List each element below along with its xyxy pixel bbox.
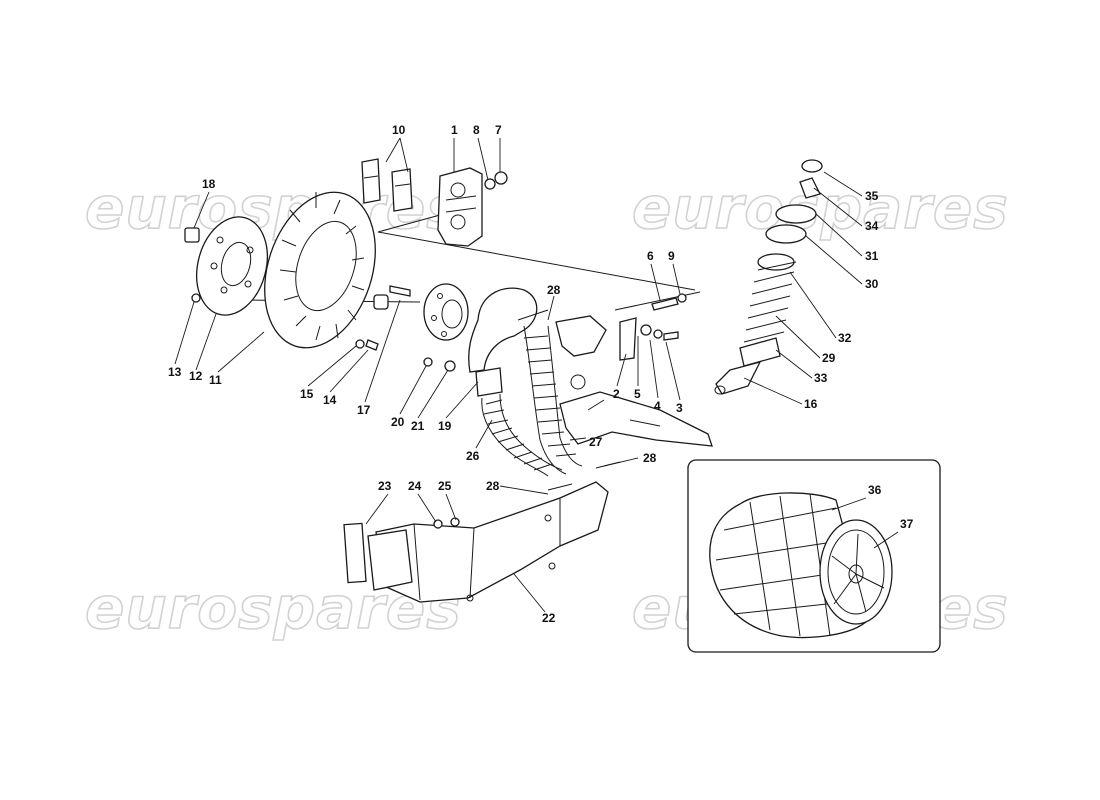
callout-22: 22 xyxy=(542,611,556,625)
wheel-inset xyxy=(687,459,941,653)
callout-34: 34 xyxy=(865,219,879,233)
callout-15: 15 xyxy=(300,387,314,401)
shock-absorber-assembly xyxy=(714,159,823,395)
disc-fasteners xyxy=(355,285,411,351)
callout-14: 14 xyxy=(323,393,337,407)
callout-12: 12 xyxy=(189,369,203,383)
callout-7: 7 xyxy=(495,123,502,137)
washer-21 xyxy=(444,360,456,372)
callout-20: 20 xyxy=(391,415,405,429)
bolt-13 xyxy=(191,293,201,303)
callout-6: 6 xyxy=(647,249,654,263)
brake-pads xyxy=(361,158,413,212)
callout-33: 33 xyxy=(814,371,828,385)
callout-11: 11 xyxy=(209,373,222,387)
nut-18 xyxy=(184,227,200,243)
disc-bell xyxy=(196,216,268,316)
callout-35: 35 xyxy=(865,189,879,203)
callout-17: 17 xyxy=(357,403,371,417)
callout-36: 36 xyxy=(868,483,882,497)
callout-37: 37 xyxy=(900,517,914,531)
watermark-top-right: eurospares xyxy=(632,174,1009,242)
leader-lines xyxy=(174,137,899,613)
callout-26: 26 xyxy=(466,449,480,463)
callout-5: 5 xyxy=(634,387,641,401)
callout-10: 10 xyxy=(392,123,406,137)
callout-16: 16 xyxy=(804,397,818,411)
arm-fasteners xyxy=(619,293,687,361)
brake-cooling-duct xyxy=(468,287,583,477)
callout-3: 3 xyxy=(676,401,683,415)
watermark-bottom-left: eurospares xyxy=(85,574,462,642)
callout-4: 4 xyxy=(654,399,661,413)
wheel-hub xyxy=(423,283,469,341)
callout-2: 2 xyxy=(613,387,620,401)
brake-caliper xyxy=(437,167,483,247)
callout-9: 9 xyxy=(668,249,675,263)
callout-13: 13 xyxy=(168,365,182,379)
callout-24: 24 xyxy=(408,479,422,493)
callout-8: 8 xyxy=(473,123,480,137)
callout-27: 27 xyxy=(589,435,603,449)
callout-1: 1 xyxy=(451,123,458,137)
suspension-upright-arm xyxy=(555,315,713,447)
callout-31: 31 xyxy=(865,249,879,263)
callout-labels: 10 1 8 7 18 13 12 11 15 14 17 20 21 19 2… xyxy=(168,123,914,625)
brake-disc xyxy=(264,191,376,349)
callout-28-top: 28 xyxy=(547,283,561,297)
lower-air-duct xyxy=(343,481,609,603)
callout-28-right: 28 xyxy=(643,451,657,465)
callout-19: 19 xyxy=(438,419,452,433)
bleed-screw-parts xyxy=(484,171,508,190)
callout-23: 23 xyxy=(378,479,392,493)
callout-32: 32 xyxy=(838,331,852,345)
callout-29: 29 xyxy=(822,351,836,365)
callout-30: 30 xyxy=(865,277,879,291)
callout-25: 25 xyxy=(438,479,452,493)
bolt-20 xyxy=(423,357,433,367)
callout-21: 21 xyxy=(411,419,425,433)
callout-28-bottom: 28 xyxy=(486,479,500,493)
callout-18: 18 xyxy=(202,177,216,191)
